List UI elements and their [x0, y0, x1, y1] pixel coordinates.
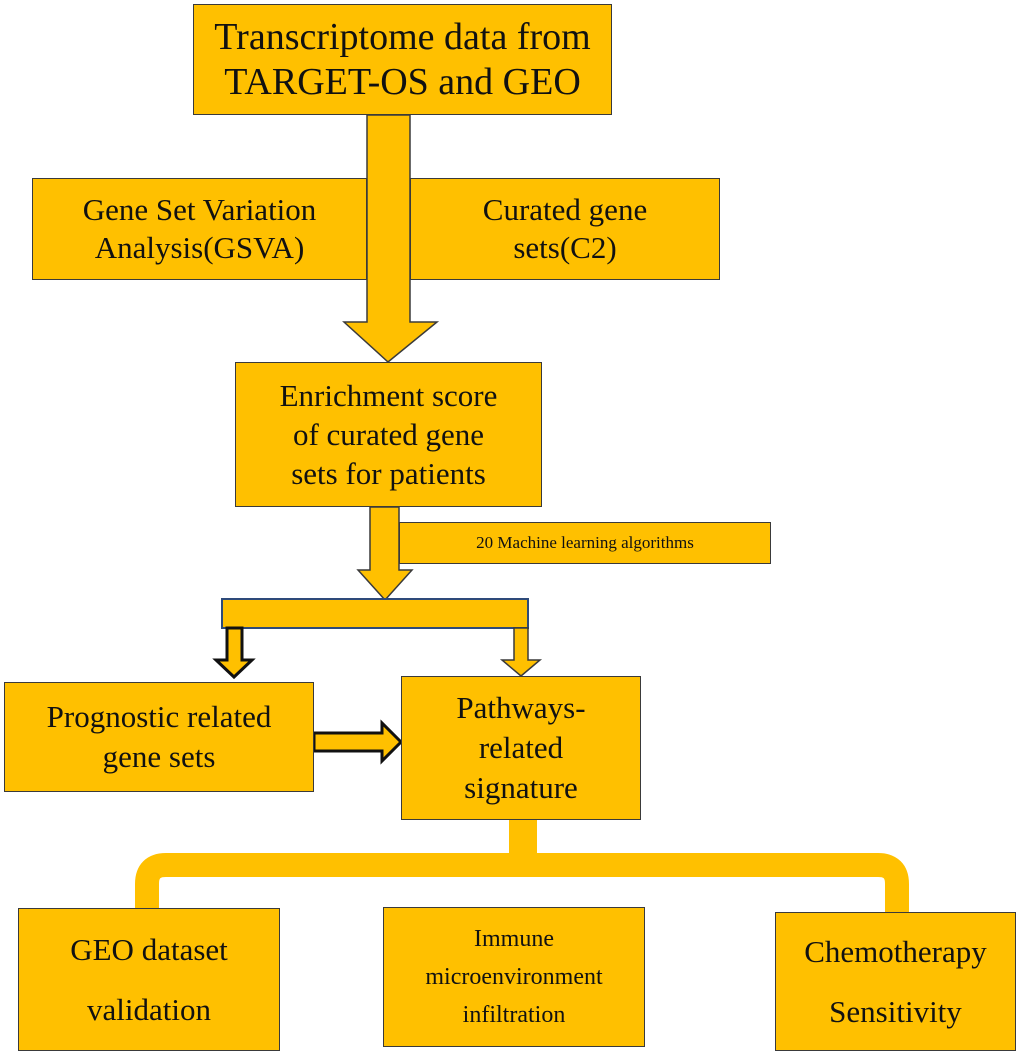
- machine-learning-box: 20 Machine learning algorithms: [399, 522, 771, 564]
- gsva-box: Gene Set Variation Analysis(GSVA): [32, 178, 367, 280]
- gsva-line-1: Gene Set Variation: [82, 192, 317, 227]
- chemo-line-1: Chemotherapy: [804, 933, 987, 969]
- enrichment-score-box: Enrichment score of curated gene sets fo…: [235, 362, 542, 507]
- gsva-line-2: Analysis(GSVA): [94, 230, 305, 265]
- branch-bar: [221, 598, 529, 629]
- outcome-stem: [509, 820, 537, 875]
- prognostic-line-1: Prognostic related: [46, 699, 272, 734]
- immune-infiltration-box: Immune microenvironment infiltration: [383, 907, 645, 1047]
- geo-validation-box: GEO dataset validation: [18, 908, 280, 1051]
- enrichment-line-2: of curated gene: [292, 417, 485, 452]
- enrichment-line-3: sets for patients: [291, 456, 486, 491]
- enrichment-line-1: Enrichment score: [279, 378, 498, 413]
- geo-validation-line-1: GEO dataset: [70, 931, 228, 967]
- curated-line-1: Curated gene: [482, 192, 648, 227]
- immune-line-2: microenvironment: [425, 964, 603, 990]
- pathways-line-3: signature: [464, 770, 578, 805]
- transcriptome-line-2: TARGET-OS and GEO: [224, 60, 581, 103]
- prognostic-gene-sets-box: Prognostic related gene sets: [4, 682, 314, 792]
- pathways-signature-box: Pathways- related signature: [401, 676, 641, 820]
- left-branch-arrow: [212, 626, 256, 680]
- pathways-line-2: related: [478, 730, 564, 765]
- right-branch-arrow: [499, 627, 543, 677]
- curated-gene-sets-box: Curated gene sets(C2): [410, 178, 720, 280]
- prognostic-line-2: gene sets: [102, 739, 216, 774]
- enrichment-down-arrow: [356, 506, 414, 602]
- immune-line-1: Immune: [474, 926, 554, 952]
- geo-validation-line-2: validation: [87, 991, 211, 1027]
- chemotherapy-sensitivity-box: Chemotherapy Sensitivity: [775, 912, 1016, 1051]
- immune-line-3: infiltration: [462, 1002, 566, 1028]
- transcriptome-line-1: Transcriptome data from: [214, 15, 591, 58]
- machine-learning-label: 20 Machine learning algorithms: [476, 533, 694, 552]
- main-down-arrow: [342, 114, 440, 363]
- chemo-line-2: Sensitivity: [829, 993, 962, 1029]
- curated-line-2: sets(C2): [513, 230, 617, 265]
- prognostic-to-pathways-arrow: [312, 719, 404, 765]
- transcriptome-box: Transcriptome data from TARGET-OS and GE…: [193, 4, 612, 115]
- pathways-line-1: Pathways-: [456, 690, 586, 725]
